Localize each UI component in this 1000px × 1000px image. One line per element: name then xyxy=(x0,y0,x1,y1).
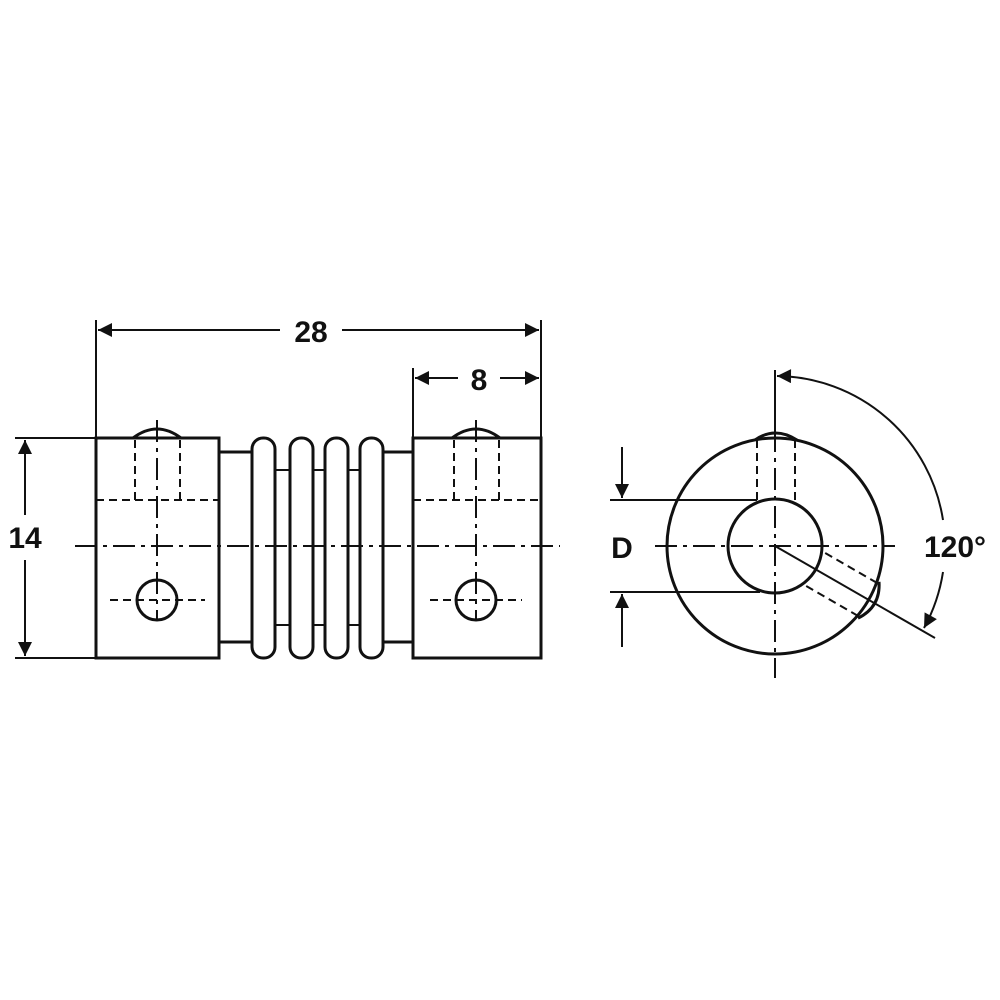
dimension-bore: D xyxy=(610,447,760,647)
end-view: D 120° xyxy=(610,369,986,678)
dimension-outer-diameter: 14 xyxy=(8,437,96,659)
dimension-label: 8 xyxy=(471,364,488,397)
dimension-angle: 120° xyxy=(776,369,986,629)
dimension-label: 28 xyxy=(294,316,327,349)
dimension-label: D xyxy=(611,532,633,565)
dimension-hub-length: 8 xyxy=(412,364,539,438)
side-view: 28 8 14 xyxy=(8,316,560,660)
screw-hole-icon xyxy=(454,578,498,622)
bellows xyxy=(219,436,413,660)
right-hub xyxy=(411,420,543,660)
dimension-overall-length: 28 xyxy=(95,316,542,438)
dimension-label: 14 xyxy=(8,522,42,555)
left-hub xyxy=(94,420,221,660)
set-screw-top xyxy=(754,431,798,500)
angle-label: 120° xyxy=(924,531,986,564)
screw-hole-icon xyxy=(135,578,179,622)
